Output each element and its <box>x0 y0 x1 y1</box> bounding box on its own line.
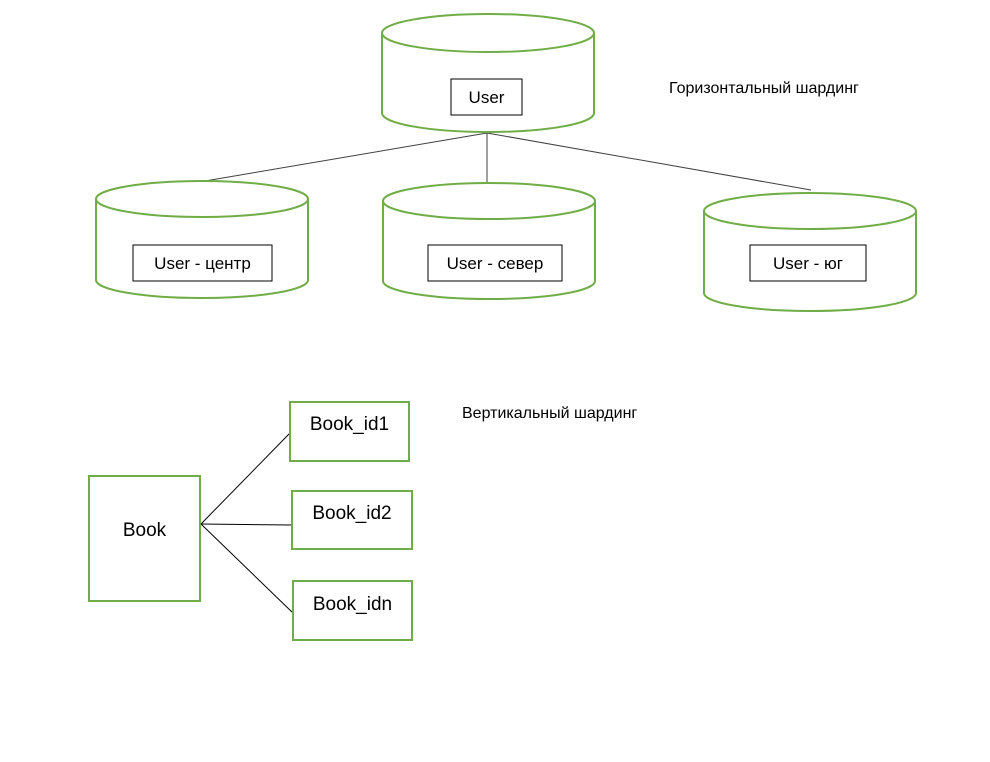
box-book-id2: Book_id2 <box>291 490 413 550</box>
box-book-idn: Book_idn <box>292 580 413 641</box>
cylinder-user-south: User - юг <box>703 192 917 312</box>
box-book: Book <box>88 475 201 602</box>
vertical-connectors <box>200 432 294 614</box>
cylinder-user-north: User - север <box>382 182 596 300</box>
label-user: User <box>469 88 505 107</box>
label-box-user <box>450 78 523 116</box>
connector-book-idn <box>200 523 294 614</box>
cylinder-user: User <box>381 13 595 133</box>
label-user-south: User - юг <box>773 254 843 273</box>
horizontal-sharding-title: Горизонтальный шардинг <box>669 80 859 97</box>
label-user-north: User - север <box>447 254 544 273</box>
label-box-user-center <box>132 244 273 282</box>
horizontal-connectors <box>204 132 812 191</box>
connector-book-id2 <box>200 523 293 526</box>
box-book-id1: Book_id1 <box>289 401 410 462</box>
label-box-user-south <box>749 244 867 282</box>
connector-user-south <box>486 132 812 191</box>
label-book-id1: Book_id1 <box>310 414 389 435</box>
label-book-idn: Book_idn <box>313 594 392 615</box>
connector-user-center <box>204 132 488 182</box>
connector-book-id1 <box>200 432 291 525</box>
label-book: Book <box>123 520 167 541</box>
label-box-user-north <box>427 244 563 282</box>
cylinder-user-center: User - центр <box>95 180 309 299</box>
vertical-sharding-title: Вертикальный шардинг <box>462 405 638 422</box>
label-user-center: User - центр <box>154 254 251 273</box>
label-book-id2: Book_id2 <box>312 503 391 524</box>
